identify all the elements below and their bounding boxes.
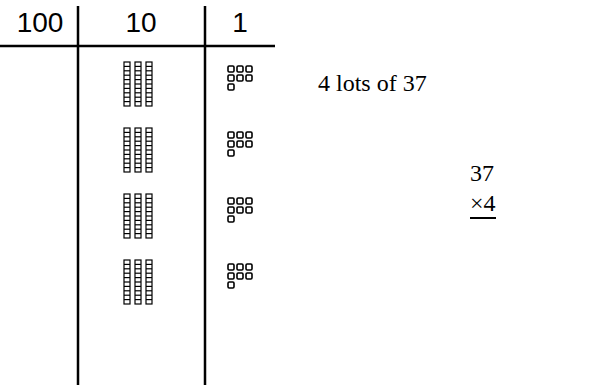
multiplicand: 37 [470, 160, 494, 186]
column-header: 1 [232, 8, 248, 39]
ten-rod [146, 62, 152, 106]
one-cube [246, 132, 252, 138]
one-cube [246, 141, 252, 147]
one-cube [228, 150, 234, 156]
one-cube [228, 273, 234, 279]
one-cube [228, 75, 234, 81]
one-cube [237, 207, 243, 213]
ten-rod [135, 260, 141, 304]
one-cube [228, 282, 234, 288]
ten-rod [135, 194, 141, 238]
column-divider [77, 6, 80, 385]
ten-rod [146, 260, 152, 304]
column-header: 10 [125, 8, 156, 39]
one-cube [237, 141, 243, 147]
one-cube [228, 264, 234, 270]
one-cube [228, 141, 234, 147]
one-cube [246, 273, 252, 279]
one-cube [246, 75, 252, 81]
one-cube [228, 207, 234, 213]
one-cube [246, 198, 252, 204]
one-cube [237, 264, 243, 270]
one-cube [246, 66, 252, 72]
multiplier: ×4 [470, 190, 496, 219]
column-divider [204, 6, 207, 385]
tens-rods [124, 62, 152, 304]
ten-rod [135, 128, 141, 172]
ten-rod [124, 62, 130, 106]
one-cube [246, 264, 252, 270]
one-cube [228, 216, 234, 222]
one-cube [228, 66, 234, 72]
one-cube [237, 75, 243, 81]
ten-rod [124, 128, 130, 172]
ten-rod [146, 194, 152, 238]
header-rule [0, 45, 275, 48]
one-cube [237, 273, 243, 279]
ten-rod [124, 194, 130, 238]
one-cube [228, 132, 234, 138]
one-cube [237, 66, 243, 72]
ten-rod [135, 62, 141, 106]
description-text: 4 lots of 37 [318, 70, 427, 96]
ones-cubes [228, 66, 252, 288]
one-cube [237, 132, 243, 138]
one-cube [246, 207, 252, 213]
one-cube [228, 84, 234, 90]
one-cube [237, 198, 243, 204]
column-header: 100 [17, 8, 64, 39]
ten-rod [146, 128, 152, 172]
ten-rod [124, 260, 130, 304]
one-cube [228, 198, 234, 204]
